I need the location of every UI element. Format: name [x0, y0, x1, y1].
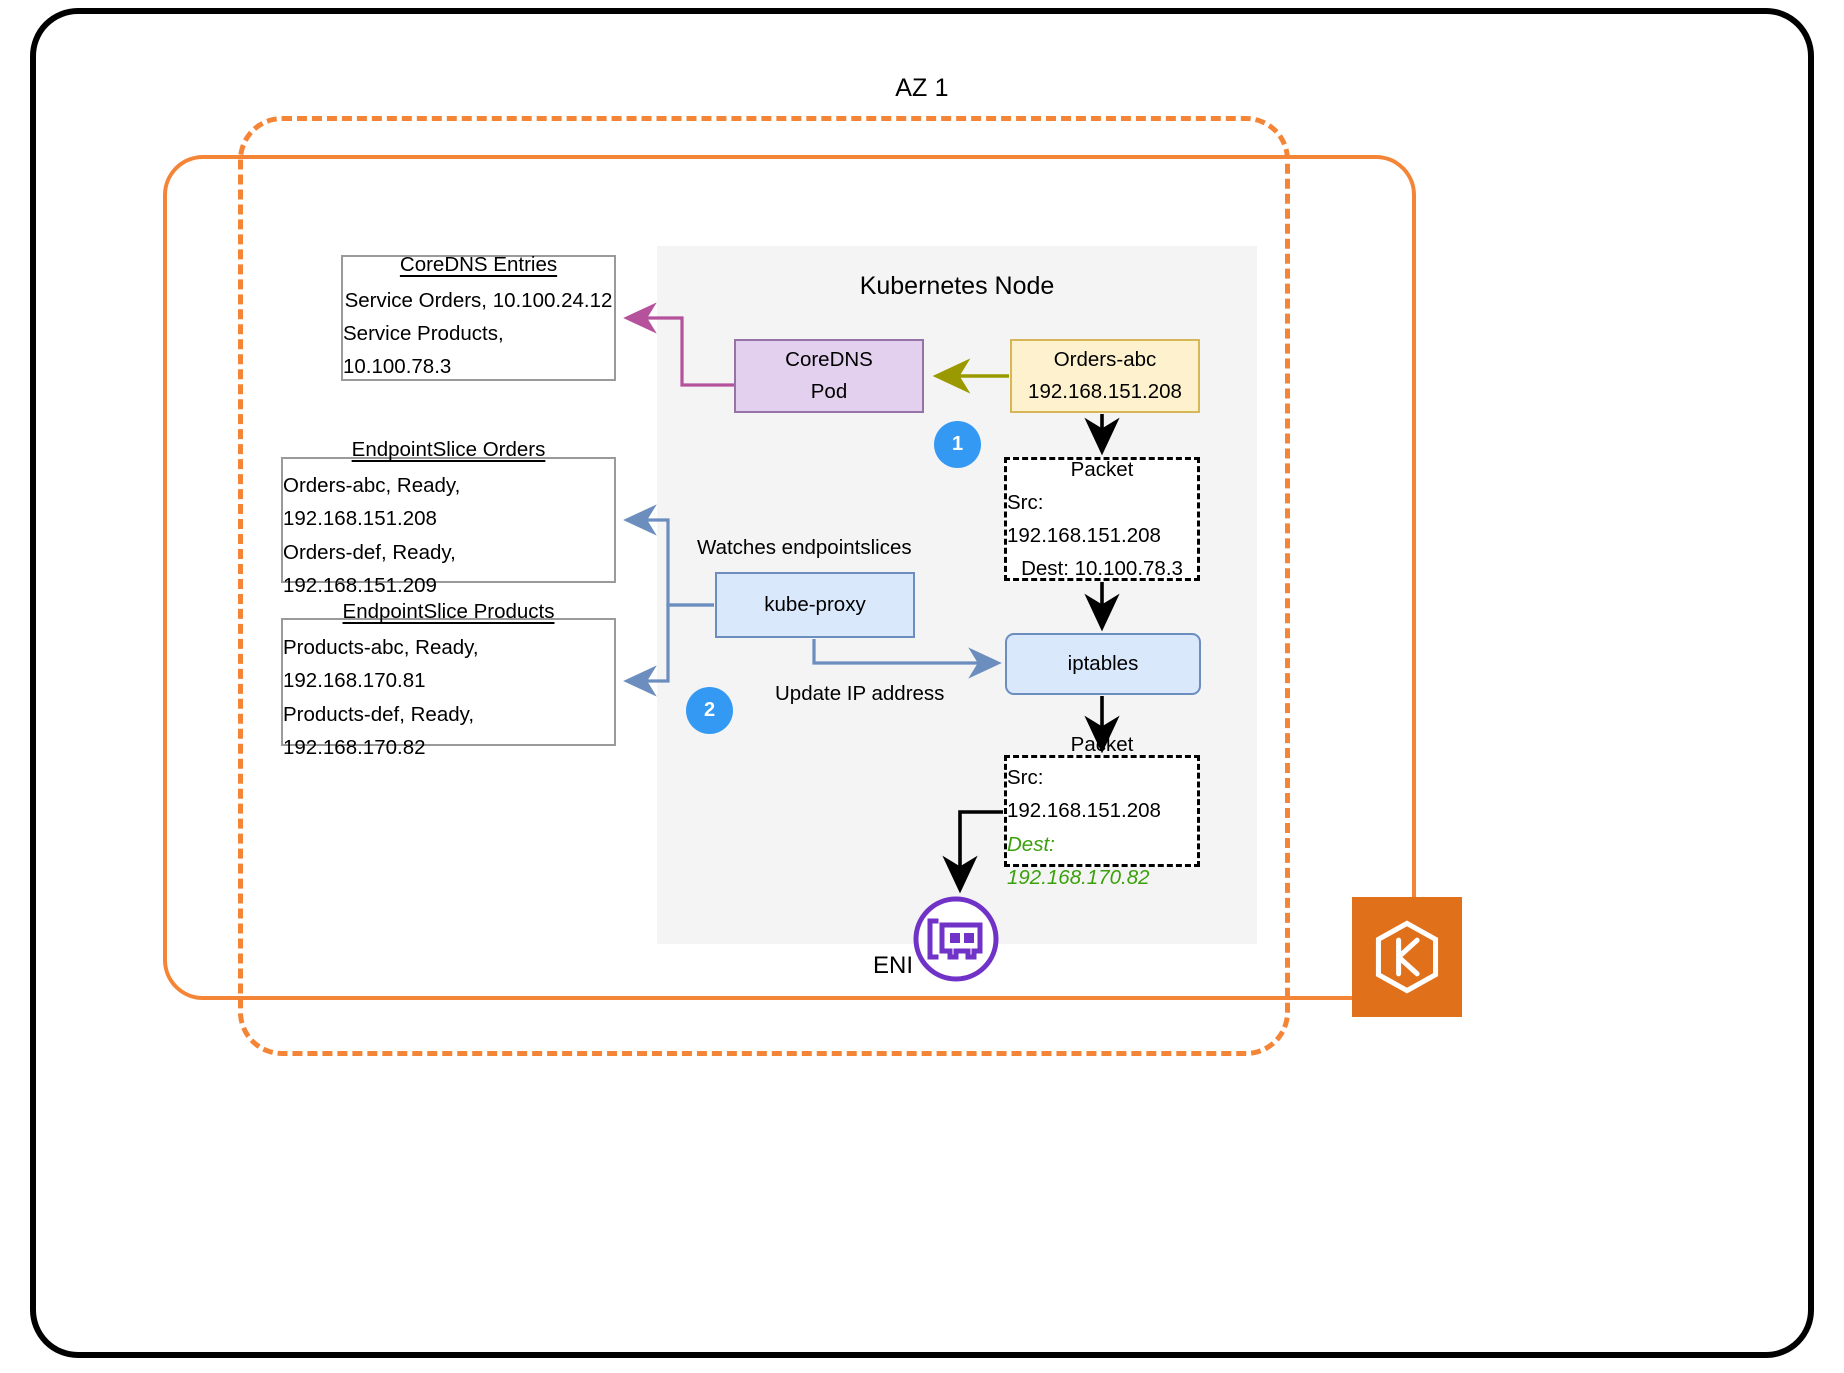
orders-pod-box: Orders-abc 192.168.151.208: [1010, 339, 1200, 413]
endpointslice-products-line-1: Products-abc, Ready, 192.168.170.81: [283, 636, 479, 693]
wire-kubeproxy-to-eps-orders: [623, 504, 714, 607]
vpc-boundary: [163, 155, 1416, 1000]
coredns-entries-title: CoreDNS Entries: [399, 252, 558, 276]
endpointslice-products-title: EndpointSlice Products: [342, 600, 555, 624]
eni-network-interface-icon: [912, 895, 1000, 983]
orders-pod-name: Orders-abc: [1053, 348, 1157, 372]
kubernetes-node-title: Kubernetes Node: [859, 272, 1055, 300]
coredns-pod-line-1: CoreDNS: [785, 348, 873, 372]
packet-before-src: Src: 192.168.151.208: [1007, 490, 1161, 547]
step-badge-2: 2: [686, 687, 733, 734]
coredns-pod-line-2: Pod: [810, 380, 848, 403]
endpointslice-orders-line-2: Orders-def, Ready, 192.168.151.209: [283, 540, 456, 597]
packet-after-src: Src: 192.168.151.208: [1007, 766, 1161, 823]
coredns-pod-box: CoreDNS Pod: [734, 339, 924, 413]
coredns-entries-line-1: Service Orders, 10.100.24.12: [344, 288, 613, 312]
packet-after-box: Packet Src: 192.168.151.208 Dest: 192.16…: [1004, 733, 1200, 889]
watches-endpointslices-label: Watches endpointslices: [697, 536, 912, 559]
packet-before-title: Packet: [1070, 457, 1134, 481]
wire-coredns-pod-to-entries: [623, 302, 734, 387]
iptables-box: iptables: [1005, 633, 1201, 695]
update-ip-address-label: Update IP address: [775, 682, 945, 705]
wire-packet2-to-eni: [942, 810, 1003, 894]
wire-kubeproxy-to-eps-products: [623, 603, 714, 697]
eni-label: ENI: [873, 952, 914, 979]
wire-kubeproxy-to-iptables: [812, 639, 1002, 679]
coredns-entries-line-2: Service Products, 10.100.78.3: [343, 321, 504, 379]
packet-before-dest: Dest: 10.100.78.3: [1021, 557, 1183, 581]
packet-after-dest: Dest: 192.168.170.82: [1007, 832, 1150, 889]
endpointslice-products-line-2: Products-def, Ready, 192.168.170.82: [283, 702, 475, 759]
coredns-entries-box: CoreDNS Entries Service Orders, 10.100.2…: [341, 252, 616, 381]
orders-pod-ip: 192.168.151.208: [1028, 380, 1182, 403]
packet-after-title: Packet: [1070, 733, 1134, 756]
packet-before-box: Packet Src: 192.168.151.208 Dest: 10.100…: [1004, 457, 1200, 581]
outer-canvas-border: [30, 8, 1814, 1358]
amazon-eks-logo-icon: [1352, 897, 1462, 1017]
kube-proxy-label: kube-proxy: [764, 593, 866, 617]
az-label: AZ 1: [895, 74, 949, 102]
endpointslice-products-box: EndpointSlice Products Products-abc, Rea…: [281, 600, 616, 759]
step-badge-1: 1: [934, 421, 981, 468]
kube-proxy-box: kube-proxy: [715, 572, 915, 638]
endpointslice-orders-line-1: Orders-abc, Ready, 192.168.151.208: [283, 474, 461, 531]
endpointslice-orders-title: EndpointSlice Orders: [351, 438, 546, 462]
iptables-label: iptables: [1067, 652, 1139, 676]
endpointslice-orders-box: EndpointSlice Orders Orders-abc, Ready, …: [281, 438, 616, 597]
subnet-boundary: [238, 116, 1290, 1056]
